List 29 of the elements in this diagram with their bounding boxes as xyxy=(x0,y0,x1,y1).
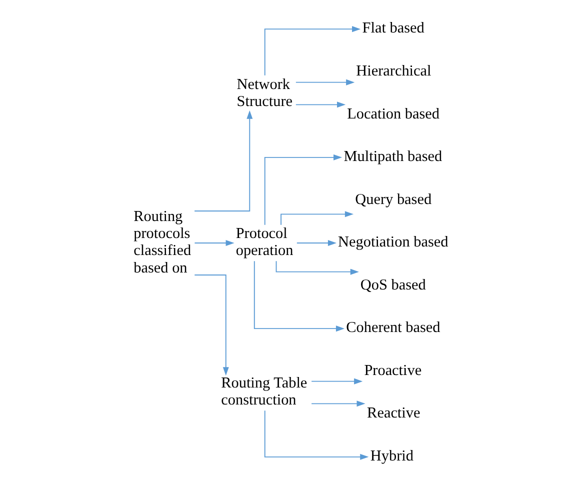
node-text: Multipath based xyxy=(344,148,442,166)
node-text: Routing protocols classified based on xyxy=(134,208,192,276)
node-text: Network Structure xyxy=(236,76,293,110)
arrow xyxy=(194,240,234,246)
node-text: Query based xyxy=(355,190,432,208)
arrow xyxy=(194,274,229,376)
arrow xyxy=(264,154,342,226)
arrow xyxy=(280,211,354,226)
node-text: Location based xyxy=(347,105,440,122)
node-text: Hybrid xyxy=(370,448,414,465)
node-text: Hierarchical xyxy=(356,62,432,80)
node-text: Coherent based xyxy=(346,319,440,336)
arrow xyxy=(296,240,337,246)
arrow xyxy=(295,102,346,108)
node-text: Negotiation based xyxy=(338,234,448,251)
arrow xyxy=(311,378,363,384)
arrow xyxy=(264,410,369,460)
arrow xyxy=(295,79,355,86)
node-text: Routing Table construction xyxy=(221,374,308,408)
node-text: Flat based xyxy=(362,20,424,37)
arrow xyxy=(264,26,361,76)
node-text: QoS based xyxy=(360,276,426,294)
node-text: Proactive xyxy=(364,362,422,379)
node-text: Protocol operation xyxy=(236,225,294,260)
arrow xyxy=(276,260,359,275)
arrow xyxy=(311,400,366,407)
arrow xyxy=(194,110,253,212)
arrow xyxy=(254,260,345,332)
node-text: Reactive xyxy=(367,404,420,422)
